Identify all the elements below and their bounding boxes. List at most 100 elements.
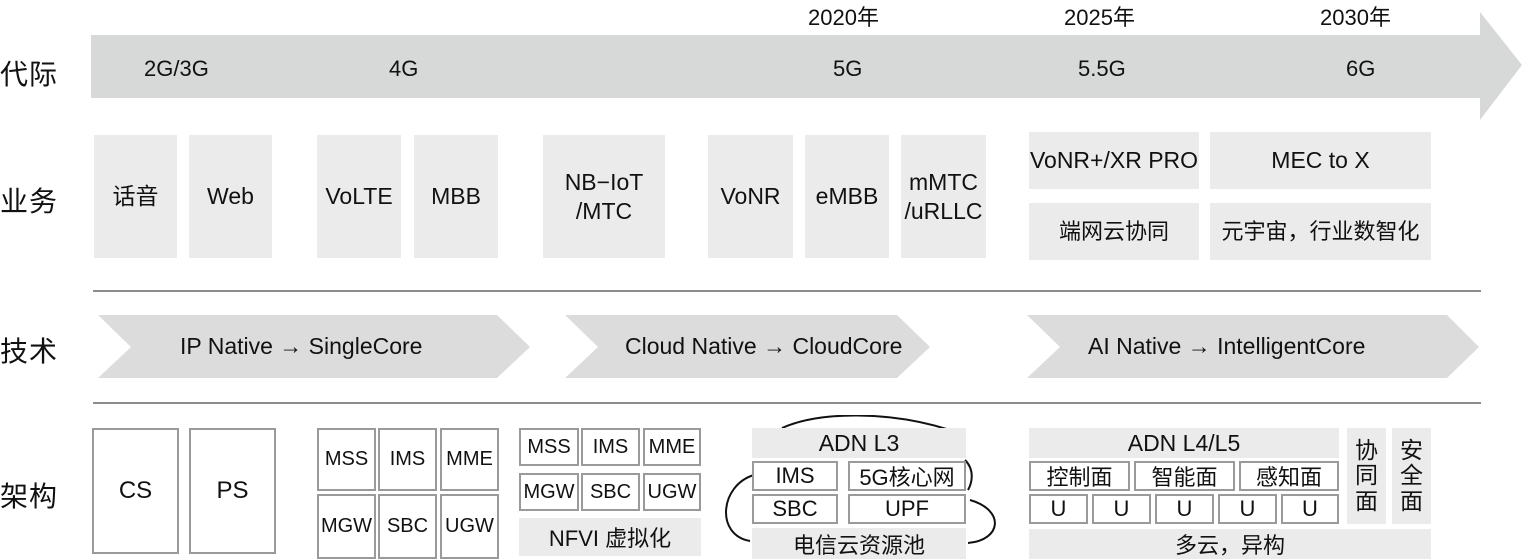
generation-4g: 4G [389,56,419,81]
service-nbiot-line2: /MTC [575,197,633,224]
chevron-ai-native [1027,315,1479,378]
arch-collaboration-plane-char1: 协 [1355,437,1378,464]
arch-multicloud-bar: 多云，异构 [1029,529,1431,559]
cloud-outline-icon [725,415,996,544]
arch-nfv-sbc-label: SBC [589,480,632,503]
generation-5-5g: 5.5G [1078,56,1126,81]
arch-unit-1: U [1029,494,1088,524]
generation-5g: 5G [833,56,863,81]
divider-top [93,290,1481,292]
arch-unit-4-label: U [1239,496,1256,521]
generation-6g: 6G [1346,56,1376,81]
tech-cloud-native-label: Cloud Native → CloudCore [625,333,903,359]
arch-nfv-mgw: MGW [519,473,579,511]
arch-telecom-cloud-pool-label: 电信云资源池 [792,532,925,558]
service-voice-label: 话音 [112,183,159,210]
timeline-arrow-shape [91,12,1522,120]
service-metaverse-label: 元宇宙，行业数智化 [1221,218,1420,244]
arch-unit-3-label: U [1176,496,1193,521]
service-vonr-label: VoNR [720,183,781,210]
service-mbb: MBB [414,135,498,258]
arch-cloud-5gc: 5G核心网 [848,461,966,491]
arch-security-plane-char3: 面 [1400,487,1423,514]
arch-epc-ugw: UGW [440,494,499,559]
arch-adn-l3-bar: ADN L3 [752,428,966,458]
service-web: Web [189,135,272,258]
arch-cloud-upf: UPF [848,494,966,524]
service-vonr-xr-label: VoNR+/XR PRO [1029,147,1199,174]
arch-cloud-ims-label: IMS [775,463,815,488]
service-nbiot-line1: NB−IoT [564,168,644,195]
arch-collaboration-plane-char2: 同 [1355,462,1378,489]
year-2020: 2020年 [808,5,879,30]
arch-nfv-ugw: UGW [643,473,701,511]
service-vonr: VoNR [708,135,793,258]
arch-intelligence-plane-label: 智能面 [1151,465,1218,490]
arch-ps-box: PS [189,428,276,554]
service-volte: VoLTE [317,135,401,258]
arch-sensing-plane: 感知面 [1239,461,1339,491]
arch-adn-l3-label: ADN L3 [818,429,900,456]
arch-epc-mme: MME [440,428,499,491]
arch-cloud-sbc-label: SBC [772,496,818,521]
arch-epc-mgw: MGW [317,494,376,559]
row-label-service: 业务 [0,186,59,217]
arch-telecom-cloud-pool-bar: 电信云资源池 [752,528,966,559]
timeline-arrow [91,12,1522,120]
arch-security-plane-char2: 全 [1400,462,1423,489]
arch-unit-2-label: U [1113,496,1130,521]
service-metaverse: 元宇宙，行业数智化 [1210,203,1431,260]
arch-cloud-5gc-label: 5G核心网 [859,465,955,490]
arch-nfv-mss-label: MSS [527,435,571,458]
arch-unit-1-label: U [1050,496,1067,521]
arch-cloud-upf-label: UPF [885,496,929,521]
service-mmtc-line2: /uRLLC [904,197,983,224]
arch-epc-ims-label: IMS [389,448,426,470]
divider-bottom [93,402,1481,404]
arch-epc-ugw-label: UGW [445,515,494,537]
arch-cloud-ims: IMS [752,461,838,491]
arch-sensing-plane-label: 感知面 [1255,465,1322,490]
service-mec: MEC to X [1210,132,1431,189]
arch-collaboration-plane: 协 同 面 [1347,428,1386,524]
arch-nfv-mme-label: MME [648,435,696,458]
technology-chevrons [98,315,1479,378]
arch-intelligence-plane: 智能面 [1134,461,1235,491]
arch-nfvi-bar: NFVI 虚拟化 [519,518,701,556]
service-embb: eMBB [805,135,889,258]
service-mbb-label: MBB [431,183,481,210]
service-vonr-xr: VoNR+/XR PRO [1029,132,1199,189]
tech-ip-native-label: IP Native → SingleCore [180,333,423,359]
arch-adn-l4l5-label: ADN L4/L5 [1127,429,1241,456]
arch-epc-sbc-label: SBC [386,515,429,537]
service-nbiot: NB−IoT /MTC [543,135,665,258]
arch-security-plane-char1: 安 [1400,437,1423,464]
chevron-cloud-native [565,315,930,378]
arch-epc-ims: IMS [378,428,437,491]
year-2030: 2030年 [1320,5,1391,30]
service-mec-label: MEC to X [1271,147,1370,174]
chevron-ip-native [98,315,530,378]
arch-cs-box: CS [92,428,179,554]
arch-epc-mgw-label: MGW [320,515,373,537]
arch-ps-label: PS [216,477,249,504]
arch-cloud-sbc: SBC [752,494,838,524]
arch-multicloud-label: 多云，异构 [1174,533,1285,558]
arch-nfv-mme: MME [643,428,701,466]
row-label-generation: 代际 [0,59,59,90]
arch-nfv-sbc: SBC [581,473,640,511]
service-device-network-cloud: 端网云协同 [1029,203,1199,260]
arch-nfvi-label: NFVI 虚拟化 [548,526,672,551]
generation-2g3g: 2G/3G [144,56,209,81]
row-label-architecture: 架构 [0,481,59,512]
service-volte-label: VoLTE [325,183,393,210]
arch-unit-5: U [1281,494,1339,524]
arch-nfv-mgw-label: MGW [523,480,575,503]
service-web-label: Web [207,183,254,210]
arch-nfv-mss: MSS [519,428,579,466]
arch-unit-3: U [1155,494,1214,524]
arch-epc-mme-label: MME [446,448,493,470]
arch-adn-l4l5-bar: ADN L4/L5 [1029,428,1339,458]
service-embb-label: eMBB [815,183,879,210]
arch-unit-5-label: U [1302,496,1318,521]
